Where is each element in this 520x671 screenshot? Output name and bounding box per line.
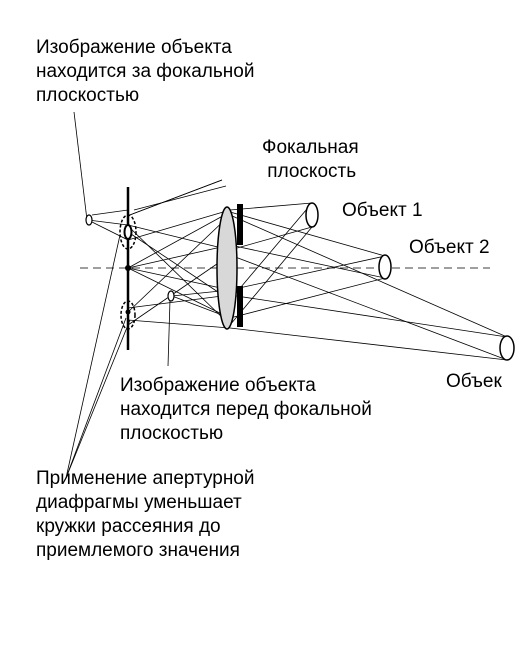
image-on-focal-plane-upper [123, 224, 133, 240]
label-image-behind-focal-plane: Изображение объекта находится за фокальн… [36, 37, 255, 106]
leader-lines [65, 111, 227, 479]
image-behind-focal-plane [85, 214, 93, 226]
object-3 [499, 335, 515, 361]
blur-circle-upper [119, 214, 137, 250]
image-front-of-focal-plane [167, 290, 175, 302]
blur-circle-lower [120, 300, 136, 330]
light-rays [87, 202, 508, 361]
object-2 [378, 254, 392, 280]
label-object-2: Объект 2 [409, 237, 490, 258]
object-1 [305, 202, 319, 228]
image-point-axis [125, 265, 131, 271]
label-aperture-note: Применение апертурной диафрагмы уменьшае… [36, 468, 255, 561]
lens [216, 206, 238, 330]
aperture-stop-lower [237, 286, 243, 327]
label-focal-plane: Фокальная плоскость [262, 137, 359, 182]
label-object-1: Объект 1 [342, 200, 423, 221]
label-object-3: Объек [446, 371, 502, 392]
image-point-lower [125, 309, 131, 315]
label-image-front-of-focal-plane: Изображение объекта находится перед фока… [120, 375, 372, 444]
aperture-stop-upper [237, 204, 243, 245]
